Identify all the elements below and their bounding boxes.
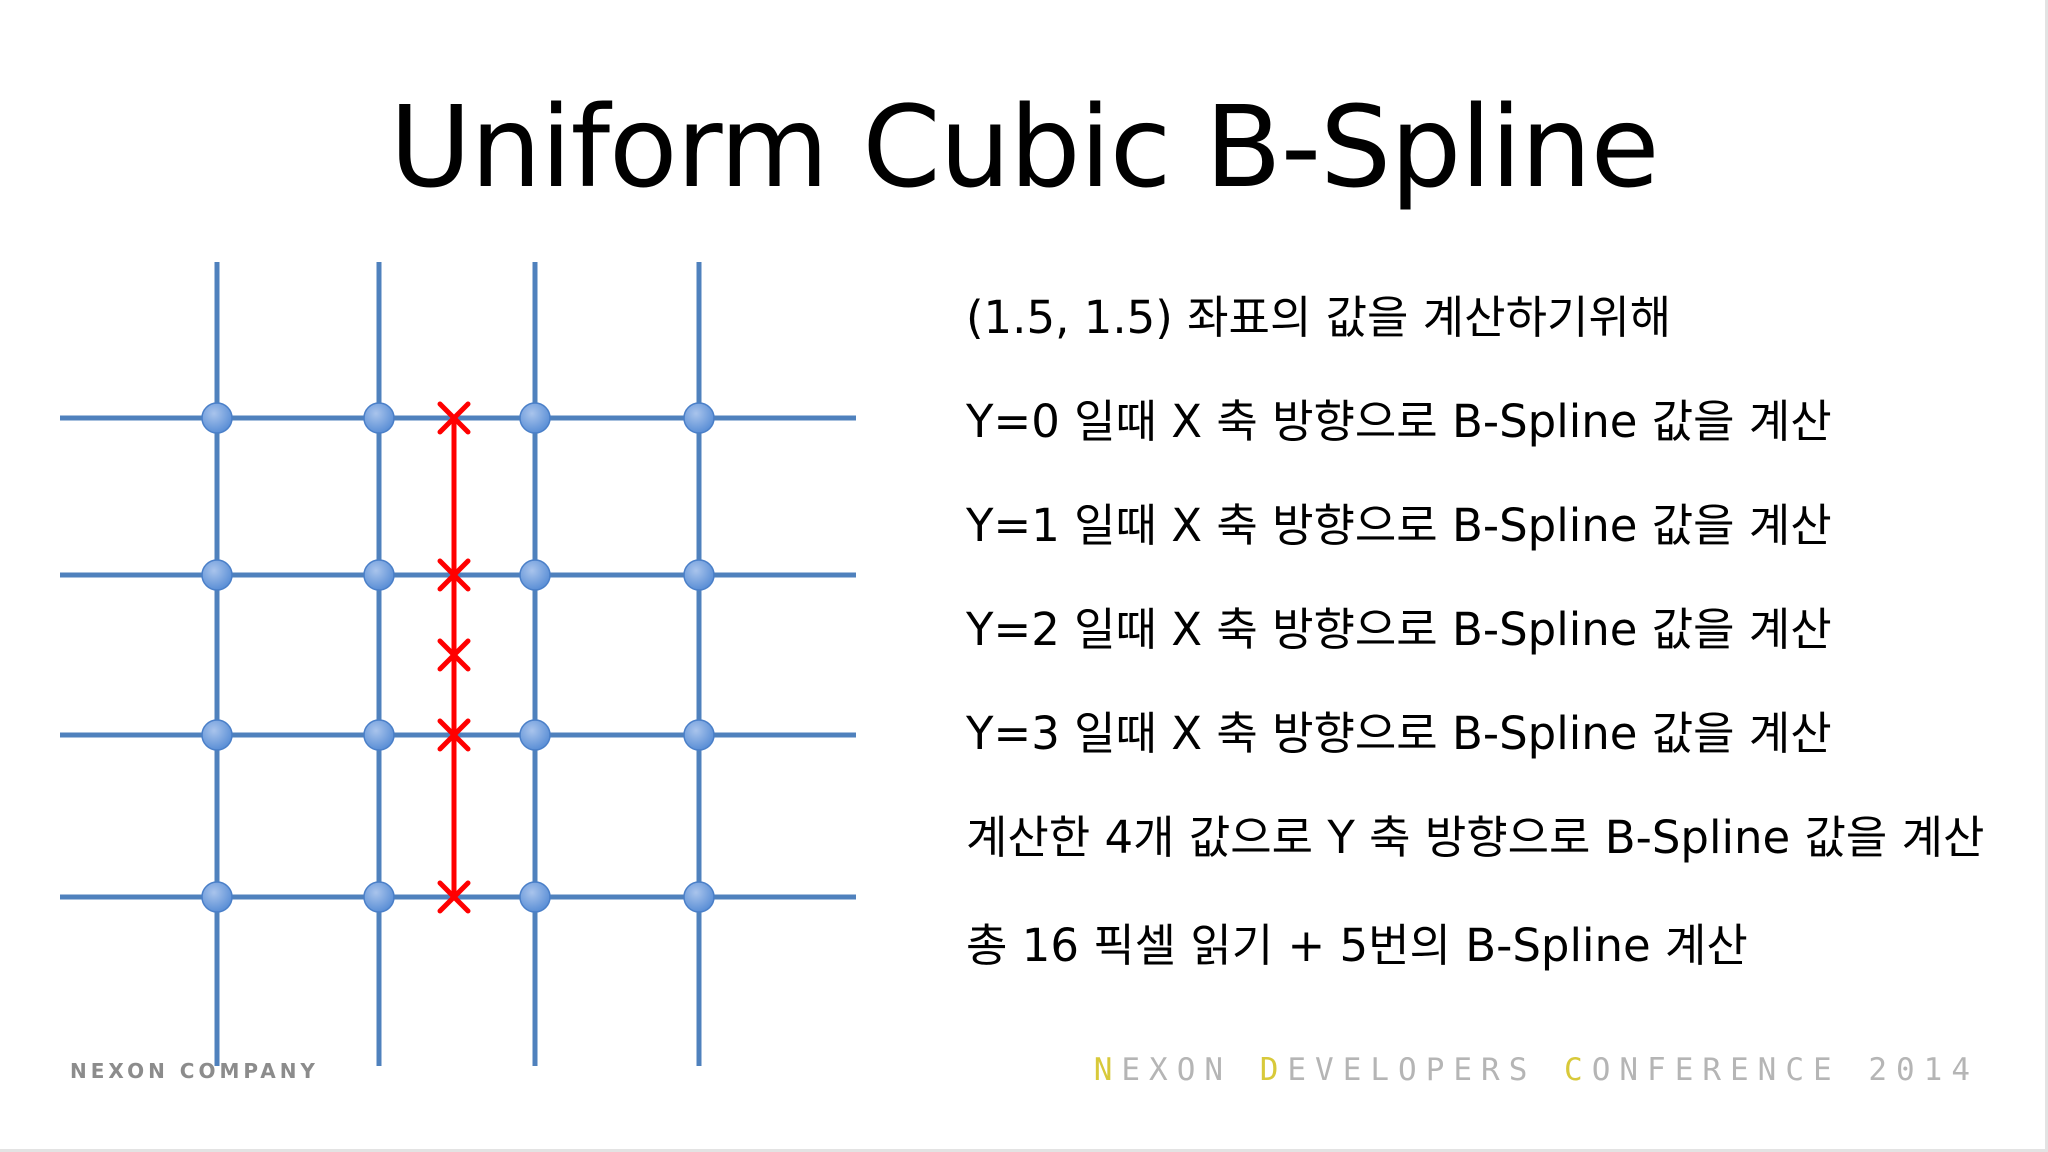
grid-node-r1-c0 (201, 559, 233, 591)
bullet-row-1: Y=1 일때 X 축 방향으로 B-Spline 값을 계산 (966, 499, 1832, 552)
bullet-purpose: (1.5, 1.5) 좌표의 값을 계산하기위해 (966, 291, 1672, 344)
spline-grid-diagram (60, 262, 856, 1066)
grid-node-r2-c1 (363, 719, 395, 751)
company-logo-text: NEXON COMPANY (70, 1059, 319, 1083)
explanation-list: (1.5, 1.5) 좌표의 값을 계산하기위해 Y=0 일때 X 축 방향으로… (966, 290, 2006, 1022)
marker-stroke-b (437, 558, 471, 592)
grid-node-r1-c2 (519, 559, 551, 591)
grid-node-r2-c3 (683, 719, 715, 751)
footer-initial-d: D (1259, 1052, 1288, 1088)
grid-node-r3-c0 (201, 881, 233, 913)
sample-point-marker-4 (437, 880, 471, 914)
sample-point-marker-2 (437, 638, 471, 672)
grid-node-r0-c2 (519, 402, 551, 434)
sample-point-marker-0 (437, 401, 471, 435)
grid-node-r0-c3 (683, 402, 715, 434)
grid-node-r1-c3 (683, 559, 715, 591)
bullet-column-pass: 계산한 4개 값으로 Y 축 방향으로 B-Spline 값을 계산 (966, 811, 1985, 864)
footer-word-developers: EVELOPERS (1287, 1052, 1565, 1088)
grid-node-r2-c2 (519, 719, 551, 751)
sample-point-marker-3 (437, 718, 471, 752)
grid-node-r1-c1 (363, 559, 395, 591)
conference-footer: NEXON DEVELOPERS CONFERENCE 2014 (1094, 1052, 1979, 1088)
grid-node-r3-c3 (683, 881, 715, 913)
slide-title: Uniform Cubic B-Spline (389, 83, 1660, 213)
footer-word-conference: ONFERENCE 2014 (1591, 1052, 1979, 1088)
bullet-row-2: Y=2 일때 X 축 방향으로 B-Spline 값을 계산 (966, 603, 1832, 656)
sample-point-marker-1 (437, 558, 471, 592)
footer-word-nexon: EXON (1121, 1052, 1260, 1088)
marker-stroke-b (437, 638, 471, 672)
bullet-row-3: Y=3 일때 X 축 방향으로 B-Spline 값을 계산 (966, 707, 1832, 760)
grid-node-r2-c0 (201, 719, 233, 751)
bullet-row-0: Y=0 일때 X 축 방향으로 B-Spline 값을 계산 (966, 395, 1832, 448)
grid-node-r0-c0 (201, 402, 233, 434)
bullet-summary: 총 16 픽셀 읽기 + 5번의 B-Spline 계산 (966, 919, 1748, 972)
grid-node-r3-c2 (519, 881, 551, 913)
marker-stroke-b (437, 401, 471, 435)
marker-stroke-b (437, 718, 471, 752)
footer-initial-n: N (1093, 1052, 1122, 1088)
footer-initial-c: C (1564, 1052, 1592, 1088)
grid-node-r3-c1 (363, 881, 395, 913)
grid-node-r0-c1 (363, 402, 395, 434)
marker-stroke-b (437, 880, 471, 914)
